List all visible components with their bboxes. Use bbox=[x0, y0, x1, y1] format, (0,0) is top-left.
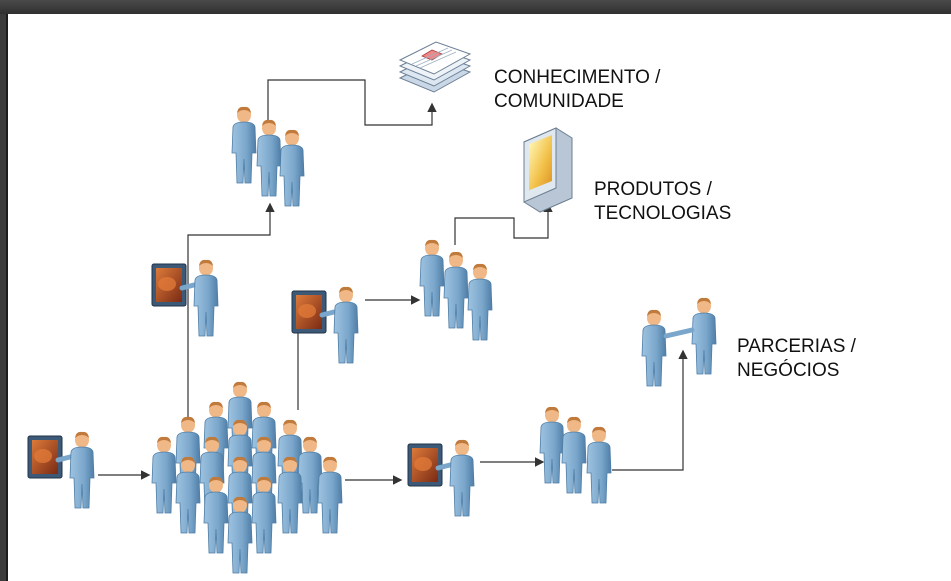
presenter-bottom bbox=[408, 440, 474, 516]
group-middle-right bbox=[419, 239, 493, 341]
window-top-bar bbox=[0, 0, 951, 14]
presenter-middle bbox=[292, 287, 358, 363]
group-bottom-right bbox=[539, 406, 612, 504]
presenter-upper-left bbox=[152, 260, 218, 336]
documents-stack-icon bbox=[398, 41, 472, 93]
label-products-technologies: PRODUTOS / TECNOLOGIAS bbox=[594, 179, 732, 224]
label-partnerships-business: PARCERIAS / NEGÓCIOS bbox=[737, 336, 856, 381]
products-tower-icon bbox=[523, 127, 573, 213]
group-top bbox=[231, 106, 305, 207]
partners-pair bbox=[641, 297, 717, 387]
label-knowledge-community: CONHECIMENTO / COMUNIDADE bbox=[494, 67, 661, 112]
crowd-group bbox=[151, 381, 343, 574]
presenter-left bbox=[28, 432, 94, 508]
